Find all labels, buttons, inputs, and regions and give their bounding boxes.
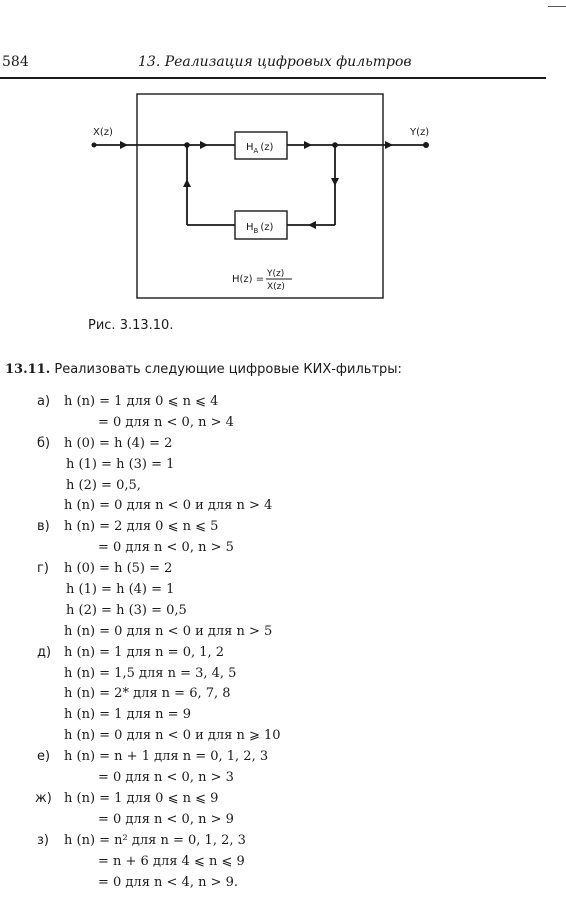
equation-line: = 0 для n < 0, n > 9 xyxy=(98,812,234,827)
item-label: в) xyxy=(37,519,50,534)
equation-line: h (n) = 1 для 0 ⩽ n ⩽ 4 xyxy=(64,394,219,409)
item-label: е) xyxy=(37,749,51,764)
problem-number: 13.11. xyxy=(5,362,51,377)
item-label: г) xyxy=(37,561,49,576)
equation-line: h (n) = n + 1 для n = 0, 1, 2, 3 xyxy=(64,749,269,764)
equation-line: h (2) = h (3) = 0,5 xyxy=(66,603,187,618)
feedback-down-arrow xyxy=(331,178,339,186)
header-rule xyxy=(0,77,546,79)
equation-line: h (n) = 1 для n = 0, 1, 2 xyxy=(64,645,225,660)
equation-line: h (2) = 0,5, xyxy=(66,478,141,493)
block-diagram: HA(z) HB(z) X(z) Y(z) H(z) = Y(z) X(z) xyxy=(91,93,429,299)
equation-line: h (n) = 0 для n < 0 и для n ⩾ 10 xyxy=(64,728,281,743)
running-title: 13. Реализация цифровых фильтров xyxy=(138,54,412,70)
equation-line: h (n) = n² для n = 0, 1, 2, 3 xyxy=(64,833,246,848)
block-ha xyxy=(234,131,288,160)
equation-line: h (1) = h (4) = 1 xyxy=(66,582,175,597)
equation-line: h (n) = 0 для n < 0 и для n > 4 xyxy=(64,498,273,513)
page-number: 584 xyxy=(2,54,29,70)
equation-line: h (0) = h (5) = 2 xyxy=(64,561,173,576)
input-label: X(z) xyxy=(93,127,113,138)
transfer-lhs: H(z) = xyxy=(232,274,264,285)
page-edge-mark xyxy=(548,6,566,7)
forward-arrow-1 xyxy=(304,141,312,149)
forward-arrow-2 xyxy=(385,141,393,149)
equation-line: h (n) = 2* для n = 6, 7, 8 xyxy=(64,686,231,701)
item-label: а) xyxy=(37,394,51,409)
figure-caption: Рис. 3.13.10. xyxy=(88,318,174,333)
feedback-up-arrow xyxy=(183,179,191,187)
item-label: ж) xyxy=(35,791,52,806)
item-label: д) xyxy=(37,645,52,660)
block-ha-label: HA(z) xyxy=(246,142,273,155)
transfer-numerator: Y(z) xyxy=(266,269,284,279)
equation-line: h (n) = 1,5 для n = 3, 4, 5 xyxy=(64,666,237,681)
output-label: Y(z) xyxy=(409,127,429,138)
equation-line: h (0) = h (4) = 2 xyxy=(64,436,173,451)
input-arrow-1 xyxy=(120,141,128,149)
equation-line: = 0 для n < 0, n > 4 xyxy=(98,415,234,430)
diagram-frame xyxy=(136,93,384,299)
equation-line: h (n) = 0 для n < 0 и для n > 5 xyxy=(64,624,273,639)
input-arrow-2 xyxy=(200,141,208,149)
equation-line: = 0 для n < 4, n > 9. xyxy=(98,875,239,890)
equation-line: = 0 для n < 0, n > 5 xyxy=(98,540,234,555)
equation-line: h (1) = h (3) = 1 xyxy=(66,457,175,472)
item-label: з) xyxy=(37,833,49,848)
equation-line: = n + 6 для 4 ⩽ n ⩽ 9 xyxy=(98,854,245,869)
equation-line: h (n) = 1 для n = 9 xyxy=(64,707,191,722)
transfer-denominator: X(z) xyxy=(267,282,285,292)
block-hb-label: HB(z) xyxy=(246,222,273,235)
feedback-left-arrow xyxy=(308,221,316,229)
output-terminal xyxy=(423,142,429,148)
equation-line: h (n) = 2 для 0 ⩽ n ⩽ 5 xyxy=(64,519,219,534)
item-label: б) xyxy=(37,436,51,451)
problem-heading: 13.11. Реализовать следующие цифровые КИ… xyxy=(5,362,402,377)
equation-line: = 0 для n < 0, n > 3 xyxy=(98,770,234,785)
equation-line: h (n) = 1 для 0 ⩽ n ⩽ 9 xyxy=(64,791,219,806)
problem-statement: Реализовать следующие цифровые КИХ-фильт… xyxy=(54,362,402,377)
